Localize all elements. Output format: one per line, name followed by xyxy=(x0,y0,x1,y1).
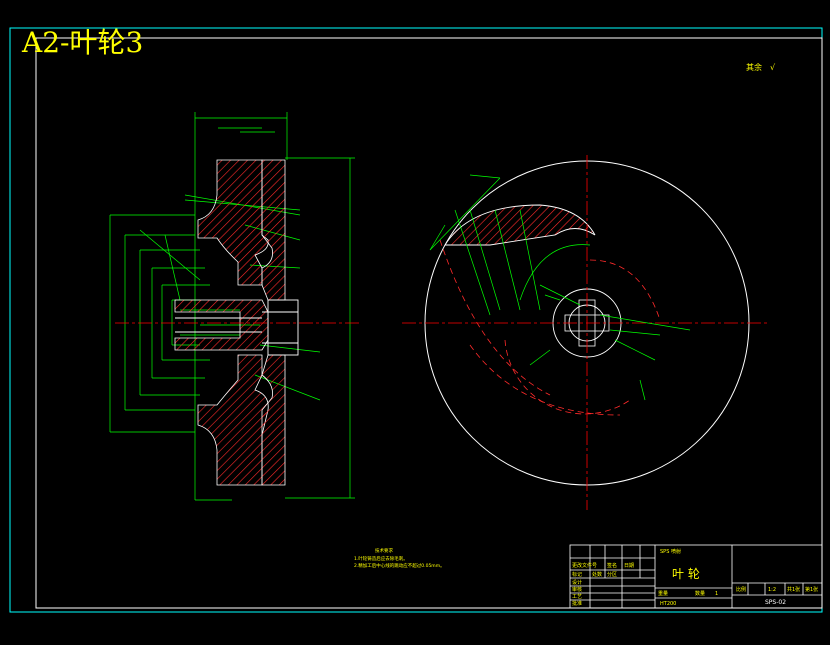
tb-row-8: 工艺 xyxy=(572,594,582,600)
tech-requirements: 技术要求 1.叶轮铸造后应去除毛刺。 2.精加工后中心线的跳动应不超过0.05m… xyxy=(354,547,445,569)
front-view xyxy=(402,155,770,510)
tb-qty-value: 1 xyxy=(715,591,718,597)
title-block: SPS 喷射 叶 轮 重量 数量 1 HT200 比例 1:2 共1张 第1张 … xyxy=(569,544,823,609)
drawing-title: A2-叶轮3 xyxy=(21,26,143,59)
outer-frame xyxy=(9,27,823,613)
tb-material: HT200 xyxy=(660,601,676,607)
title-block-grid xyxy=(569,544,823,609)
front-centerlines xyxy=(402,155,770,510)
section-outline xyxy=(175,299,299,356)
tb-row-3: 更改文件号 xyxy=(572,562,597,569)
tb-row-0: 标记 xyxy=(572,571,582,578)
section-hatch xyxy=(174,159,286,486)
section-view xyxy=(109,112,360,501)
tb-sheet-no: 第1张 xyxy=(805,586,818,593)
tb-scale-label: 比例 xyxy=(736,586,746,593)
tb-row-9: 批准 xyxy=(572,600,582,607)
tb-weight-label: 重量 xyxy=(658,590,668,597)
tb-company: SPS 喷射 xyxy=(660,548,681,555)
tb-sheet-total: 共1张 xyxy=(787,586,800,593)
front-dimension-lines xyxy=(429,174,691,401)
blade-construction-arcs xyxy=(439,239,661,416)
tb-row-6: 设计 xyxy=(572,579,582,586)
impeller-blade xyxy=(444,204,596,246)
tech-req-line-1: 1.叶轮铸造后应去除毛刺。 xyxy=(354,555,408,562)
inner-frame xyxy=(35,37,823,609)
tb-scale-value: 1:2 xyxy=(768,587,776,593)
tb-row-7: 审核 xyxy=(572,586,582,593)
tech-req-line-2: 2.精加工后中心线的跳动应不超过0.05mm。 xyxy=(354,562,445,569)
roughness-note: 其余 xyxy=(746,62,762,72)
tb-qty-label: 数量 xyxy=(695,590,705,597)
tb-drawing-no: SPS-02 xyxy=(765,599,786,606)
tb-row-4: 签名 xyxy=(607,562,617,569)
tb-row-5: 日期 xyxy=(624,563,634,569)
tb-row-2: 分区 xyxy=(607,571,617,578)
tb-row-1: 处数 xyxy=(592,571,602,578)
roughness-symbol: √ xyxy=(770,63,776,72)
tech-req-heading: 技术要求 xyxy=(375,547,393,554)
tb-part-name: 叶 轮 xyxy=(672,567,700,581)
